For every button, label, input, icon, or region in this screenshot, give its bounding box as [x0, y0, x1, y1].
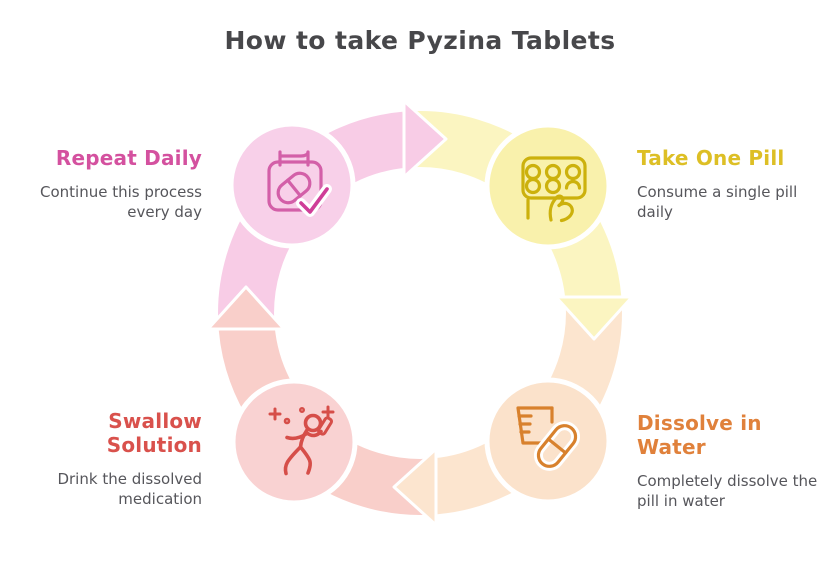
step-heading-swallow-solution: Swallow Solution [0, 409, 202, 457]
pointing-finger [548, 194, 565, 222]
calendar-body [267, 160, 323, 212]
calendar-check-pill-icon [267, 150, 332, 217]
sparkle-dot-top [299, 406, 306, 413]
step-description-take-one-pill: Consume a single pill daily [637, 182, 832, 222]
pill-capsule [533, 421, 581, 471]
pill-blister-pack-icon [521, 156, 587, 223]
blister-pill-1 [524, 163, 542, 181]
cup-measure-ticks [517, 414, 533, 434]
step-description-repeat-daily: Continue this process every day [0, 182, 202, 222]
step-description-line: pill in water [637, 492, 725, 510]
step-heading-line: Repeat Daily [55, 146, 202, 170]
drink-bottle [316, 416, 334, 436]
arrowhead-dissolve-to-swallow [392, 447, 438, 527]
step-heading-repeat-daily: Repeat Daily [0, 146, 202, 170]
sparkle-dot-left [283, 417, 291, 425]
step-heading-line: Water [637, 435, 706, 459]
bottle-outline [316, 416, 334, 436]
blister-pill-5 [544, 177, 562, 195]
step-heading-take-one-pill: Take One Pill [637, 146, 832, 170]
hand-fist [557, 201, 574, 223]
person-left-leg [283, 445, 303, 476]
person-right-leg [298, 445, 312, 475]
step-description-line: medication [118, 490, 202, 508]
step-description-line: Drink the dissolved [57, 470, 202, 488]
blister-icon-strokes [521, 156, 587, 223]
step-text-swallow-solution: Swallow Solution Drink the dissolved med… [0, 409, 202, 509]
step-description-line: Consume a single pill [637, 183, 798, 201]
step-text-take-one-pill: Take One Pill Consume a single pill dail… [637, 146, 832, 222]
sparkle-plus-right [321, 405, 335, 419]
blister-pill-2 [544, 163, 562, 181]
arrowhead-repeat-to-take [402, 99, 448, 179]
person-back-arm [285, 432, 308, 441]
step-description-line: Completely dissolve the [637, 472, 818, 490]
dancing-person-icon [268, 405, 335, 476]
step-description-line: Continue this process [40, 183, 202, 201]
step-text-dissolve-in-water: Dissolve in Water Completely dissolve th… [637, 411, 832, 511]
arrowhead-take-to-dissolve [554, 295, 634, 341]
pill-capsule [276, 171, 312, 205]
step-heading-dissolve-in-water: Dissolve in Water [637, 411, 832, 459]
page-title: How to take Pyzina Tablets [224, 26, 616, 55]
blister-pill-4 [524, 177, 542, 195]
checkmark [299, 187, 329, 214]
step-description-line: every day [127, 203, 202, 221]
step-heading-line: Solution [106, 433, 202, 457]
cup-with-pill-icon [516, 406, 581, 471]
cup-icon-strokes [516, 406, 581, 471]
step-description-line: daily [637, 203, 673, 221]
step-description-dissolve-in-water: Completely dissolve the pill in water [637, 471, 832, 511]
blister-pill-6-arc [564, 179, 582, 190]
step-text-repeat-daily: Repeat Daily Continue this process every… [0, 146, 202, 222]
step-description-swallow-solution: Drink the dissolved medication [0, 469, 202, 509]
step-heading-line: Swallow [108, 409, 202, 433]
person-head [303, 413, 323, 433]
sparkle-plus-left [268, 407, 282, 421]
step-heading-line: Take One Pill [637, 146, 785, 170]
capsule-divider [546, 437, 568, 455]
person-icon-strokes [268, 405, 335, 476]
arrowhead-swallow-to-repeat [206, 285, 286, 331]
calendar-binding [278, 150, 310, 167]
blister-pill-3 [564, 163, 582, 181]
step-heading-line: Dissolve in [637, 411, 762, 435]
capsule-divider [286, 178, 302, 198]
calendar-icon-strokes [267, 150, 332, 217]
